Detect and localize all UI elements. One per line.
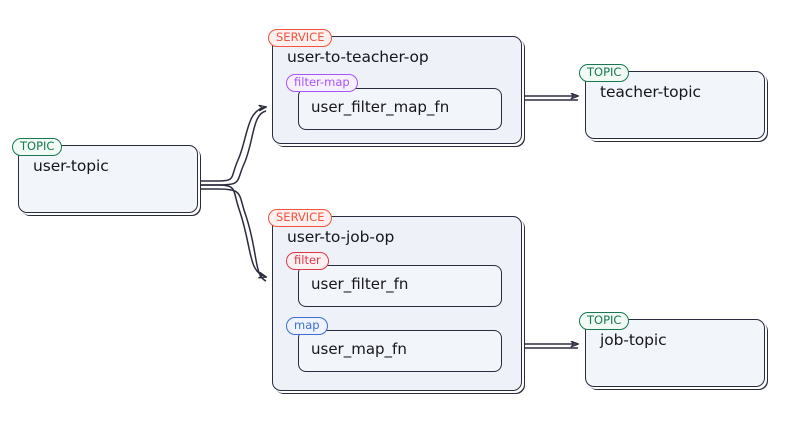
node-user-topic-title: user-topic bbox=[33, 157, 109, 175]
badge-service-user-to-job-op: SERVICE bbox=[268, 209, 333, 227]
node-user-topic[interactable]: user-topic bbox=[18, 145, 198, 213]
edge-teacher-op-to-teacher-topic bbox=[521, 96, 578, 101]
node-user-to-job-op-title: user-to-job-op bbox=[287, 228, 395, 246]
operator-box-map[interactable]: user_map_fn bbox=[298, 330, 502, 372]
operator-label-user-filter-fn: user_filter_fn bbox=[311, 275, 409, 293]
edge-user-topic-to-teacher-op bbox=[197, 107, 266, 186]
badge-topic-user-topic: TOPIC bbox=[12, 138, 63, 156]
badge-operator-filter: filter bbox=[286, 252, 329, 270]
badge-operator-map: map bbox=[286, 317, 328, 335]
node-teacher-topic[interactable]: teacher-topic bbox=[585, 71, 765, 139]
operator-box-filter-map[interactable]: user_filter_map_fn bbox=[298, 88, 502, 130]
operator-label-user-map-fn: user_map_fn bbox=[311, 340, 407, 358]
badge-topic-teacher-topic: TOPIC bbox=[579, 64, 630, 82]
badge-service-user-to-teacher-op: SERVICE bbox=[268, 29, 333, 47]
operator-label-user-filter-map-fn: user_filter_map_fn bbox=[311, 98, 450, 116]
node-user-to-teacher-op-title: user-to-teacher-op bbox=[287, 48, 429, 66]
node-teacher-topic-title: teacher-topic bbox=[600, 83, 701, 101]
edge-user-topic-to-job-op bbox=[197, 184, 266, 282]
badge-topic-job-topic: TOPIC bbox=[579, 312, 630, 330]
edge-job-op-to-job-topic bbox=[521, 344, 578, 349]
node-job-topic[interactable]: job-topic bbox=[585, 319, 765, 387]
badge-operator-filter-map: filter-map bbox=[286, 74, 358, 92]
node-job-topic-title: job-topic bbox=[600, 331, 667, 349]
operator-box-filter[interactable]: user_filter_fn bbox=[298, 265, 502, 307]
